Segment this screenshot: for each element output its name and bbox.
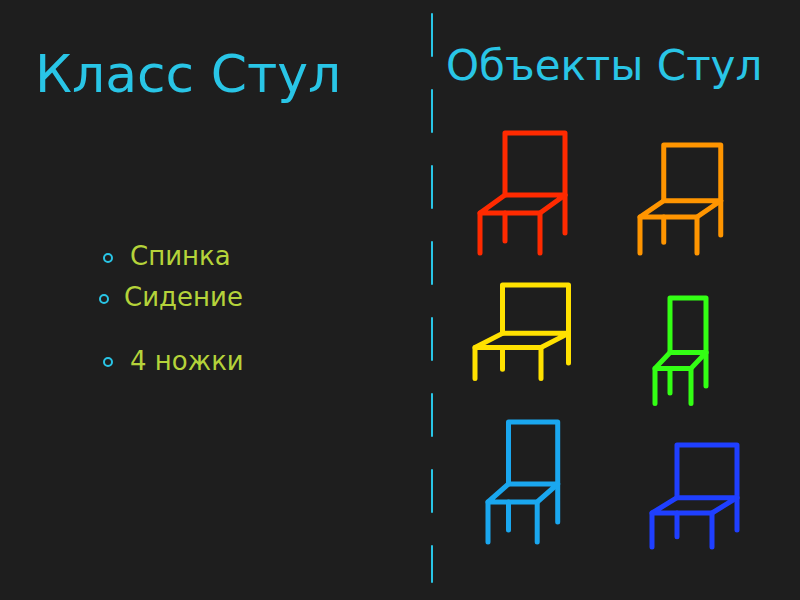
chair-figure <box>640 145 721 253</box>
chair-figure <box>655 298 706 404</box>
chair-figure <box>480 133 565 253</box>
list-item: 4 ножки <box>130 347 244 377</box>
list-item: Сидение <box>124 283 243 313</box>
bullet-dot <box>100 295 108 303</box>
chair-figure <box>652 445 737 547</box>
heading: Класс Стул <box>35 45 341 105</box>
divider-line <box>431 14 433 582</box>
list-item: Спинка <box>130 242 231 272</box>
chair-figure <box>475 285 569 379</box>
heading: Объекты Стул <box>446 42 762 90</box>
bullet-dot <box>104 254 112 262</box>
bullet-dot <box>104 358 112 366</box>
chair-figure <box>488 422 558 542</box>
